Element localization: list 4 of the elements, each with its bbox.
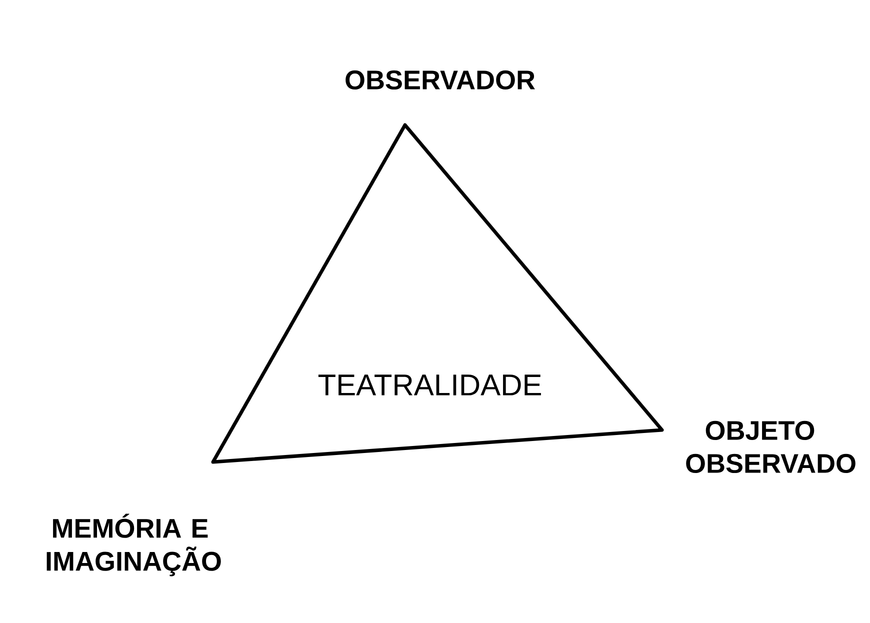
- vertex-label: MEMÓRIA E IMAGINAÇÃO: [46, 514, 221, 576]
- triangle: TEATRALIDADE: [211, 123, 664, 464]
- vertex-label: OBJETO OBSERVADO: [686, 420, 856, 474]
- vertex-label: OBSERVADOR: [346, 70, 535, 90]
